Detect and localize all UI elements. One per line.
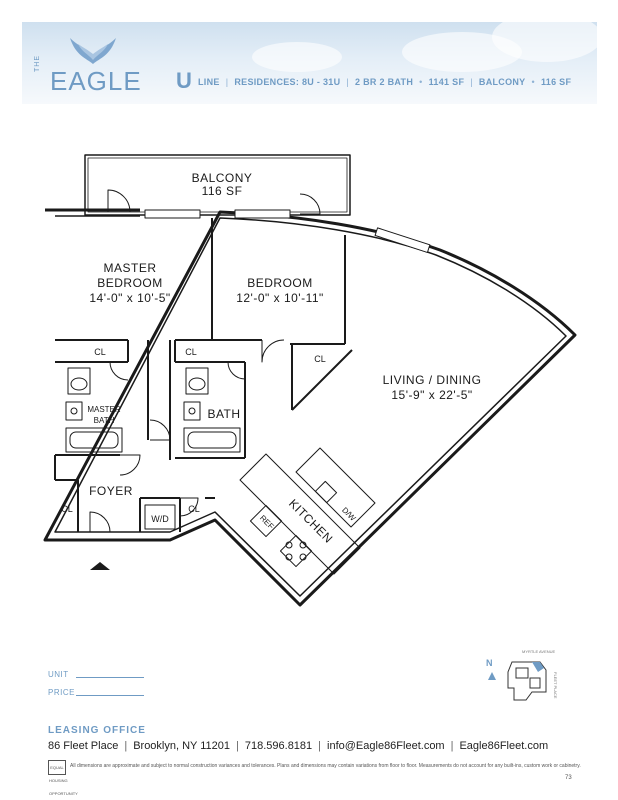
equal-housing-icon: EQUAL HOUSING OPPORTUNITY [48,760,78,796]
closet-label-master: CL [94,347,106,357]
master-bedroom-dims: 14'-0" x 10'-5" [89,291,170,305]
balcony-label: BALCONY [478,77,526,87]
keyplan-street-top: MYRTLE AVENUE [522,649,556,654]
closet-label-foyer: CL [61,504,73,514]
header-banner: THE EAGLE U LINE|RESIDENCES: 8U - 31U|2 … [22,22,597,104]
unit-label: UNIT [48,670,69,679]
exterior-wall-inner [54,215,567,597]
bedroom-dims: 12'-0" x 10'-11" [236,291,324,305]
website-link[interactable]: Eagle86Fleet.com [459,740,549,752]
page-number: 73 [565,775,572,781]
kitchen-counters [239,447,376,575]
master-bedroom-label-2: BEDROOM [97,276,163,290]
unit-field[interactable] [76,677,144,678]
windows [144,209,431,253]
master-bath-label-1: MASTER [87,405,121,414]
doors [89,189,321,533]
exterior-wall [43,208,577,607]
bath-label: BATH [207,407,240,421]
price-field[interactable] [76,695,144,696]
washer-dryer-label: W/D [151,514,169,524]
closet-label-bath: CL [185,347,197,357]
beds-baths: 2 BR 2 BATH [355,77,414,87]
bath-fixtures [65,367,241,453]
disclaimer: All dimensions are approximate and subje… [70,763,581,769]
bedroom-label: BEDROOM [247,276,313,290]
key-plan: N MYRTLE AVENUE FLEET PLACE [486,649,558,701]
logo-eagle: EAGLE [50,66,142,96]
closet-label-wd: CL [188,504,200,514]
cloud-decoration [492,22,597,62]
leasing-office-title: LEASING OFFICE [48,725,146,736]
balcony-label: BALCONY [192,171,253,185]
cloud-decoration [252,42,342,72]
living-dining-label: LIVING / DINING [383,373,482,387]
email-link[interactable]: info@Eagle86Fleet.com [327,740,445,752]
refrigerator-label: REF [258,513,276,531]
foyer-label: FOYER [89,484,133,498]
entrance-marker-icon [90,562,110,570]
balcony-size: 116 SF [202,184,243,198]
washer-dryer-box [144,504,176,530]
residences-range: RESIDENCES: 8U - 31U [234,77,341,87]
keyplan-street-side: FLEET PLACE [553,672,558,699]
address: 86 Fleet Place [48,740,119,752]
master-bedroom-label-1: MASTER [103,261,156,275]
unit-highlight [532,662,544,672]
eagle-wings-icon [70,38,116,64]
line-word: LINE [198,77,220,87]
phone[interactable]: 718.596.8181 [244,740,313,752]
balcony-area: 116 SF [540,77,572,87]
living-dining-dims: 15'-9" x 22'-5" [391,388,472,402]
line-letter: U [176,68,192,93]
north-arrow-icon [488,672,496,680]
closet-label-bedroom: CL [314,354,326,364]
city: Brooklyn, NY 11201 [133,740,231,752]
dishwasher-label: D/W [340,506,358,524]
header-info: LINE|RESIDENCES: 8U - 31U|2 BR 2 BATH•11… [198,77,572,87]
master-bath-label-2: BATH [94,416,115,425]
price-label: PRICE [48,688,75,697]
building-outline-icon [507,661,547,701]
unit-area: 1141 SF [428,77,465,87]
contact-info: 86 Fleet Place|Brooklyn, NY 11201|718.59… [48,740,549,752]
north-label: N [486,658,493,668]
